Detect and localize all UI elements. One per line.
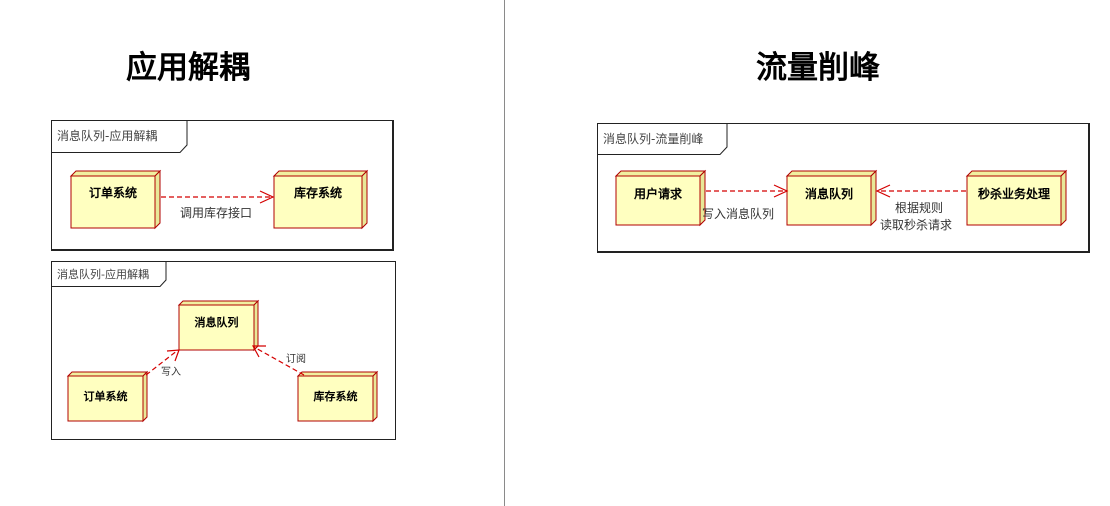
- diagram-decoupling-direct: 消息队列-应用解耦 订单系统 库存系统 调用库存接口: [51, 120, 394, 251]
- edge-label-write: 写入: [161, 367, 181, 378]
- node-inventory-system: 库存系统: [296, 370, 379, 423]
- node-inventory-system: 库存系统: [272, 169, 369, 230]
- node-label: 库存系统: [293, 186, 342, 200]
- diagram-title: 消息队列-应用解耦: [57, 129, 158, 143]
- node-label: 消息队列: [194, 316, 239, 329]
- diagram-decoupling-queue: 消息队列-应用解耦 消息队列 订单系统 库存系统 写入 订阅: [51, 261, 396, 440]
- node-label: 订单系统: [88, 186, 137, 200]
- node-label: 消息队列: [804, 187, 853, 201]
- diagram-title: 消息队列-应用解耦: [57, 268, 149, 281]
- node-message-queue: 消息队列: [785, 169, 878, 227]
- node-label: 秒杀业务处理: [977, 187, 1050, 201]
- node-message-queue: 消息队列: [177, 299, 260, 352]
- node-order-system: 订单系统: [66, 370, 149, 423]
- column-divider: [504, 0, 505, 506]
- diagram-title: 消息队列-流量削峰: [603, 132, 704, 146]
- edge-label-call: 调用库存接口: [180, 206, 253, 220]
- edge-label-subscribe: 订阅: [286, 354, 306, 365]
- edge-label-write-queue: 写入消息队列: [702, 207, 775, 221]
- diagram-peak-shaving: 消息队列-流量削峰 用户请求 消息队列 秒杀业务处理 写入消息队列 根据规则 读…: [597, 123, 1090, 253]
- left-heading: 应用解耦: [126, 50, 250, 86]
- node-label: 库存系统: [313, 390, 358, 403]
- right-heading: 流量削峰: [756, 50, 880, 86]
- node-user-request: 用户请求: [614, 169, 707, 227]
- node-seckill-processing: 秒杀业务处理: [965, 169, 1068, 227]
- edge-label-read-request: 读取秒杀请求: [880, 218, 953, 232]
- node-order-system: 订单系统: [69, 169, 162, 230]
- node-label: 订单系统: [83, 390, 128, 403]
- node-label: 用户请求: [633, 187, 682, 201]
- edge-label-read-rule: 根据规则: [895, 201, 944, 215]
